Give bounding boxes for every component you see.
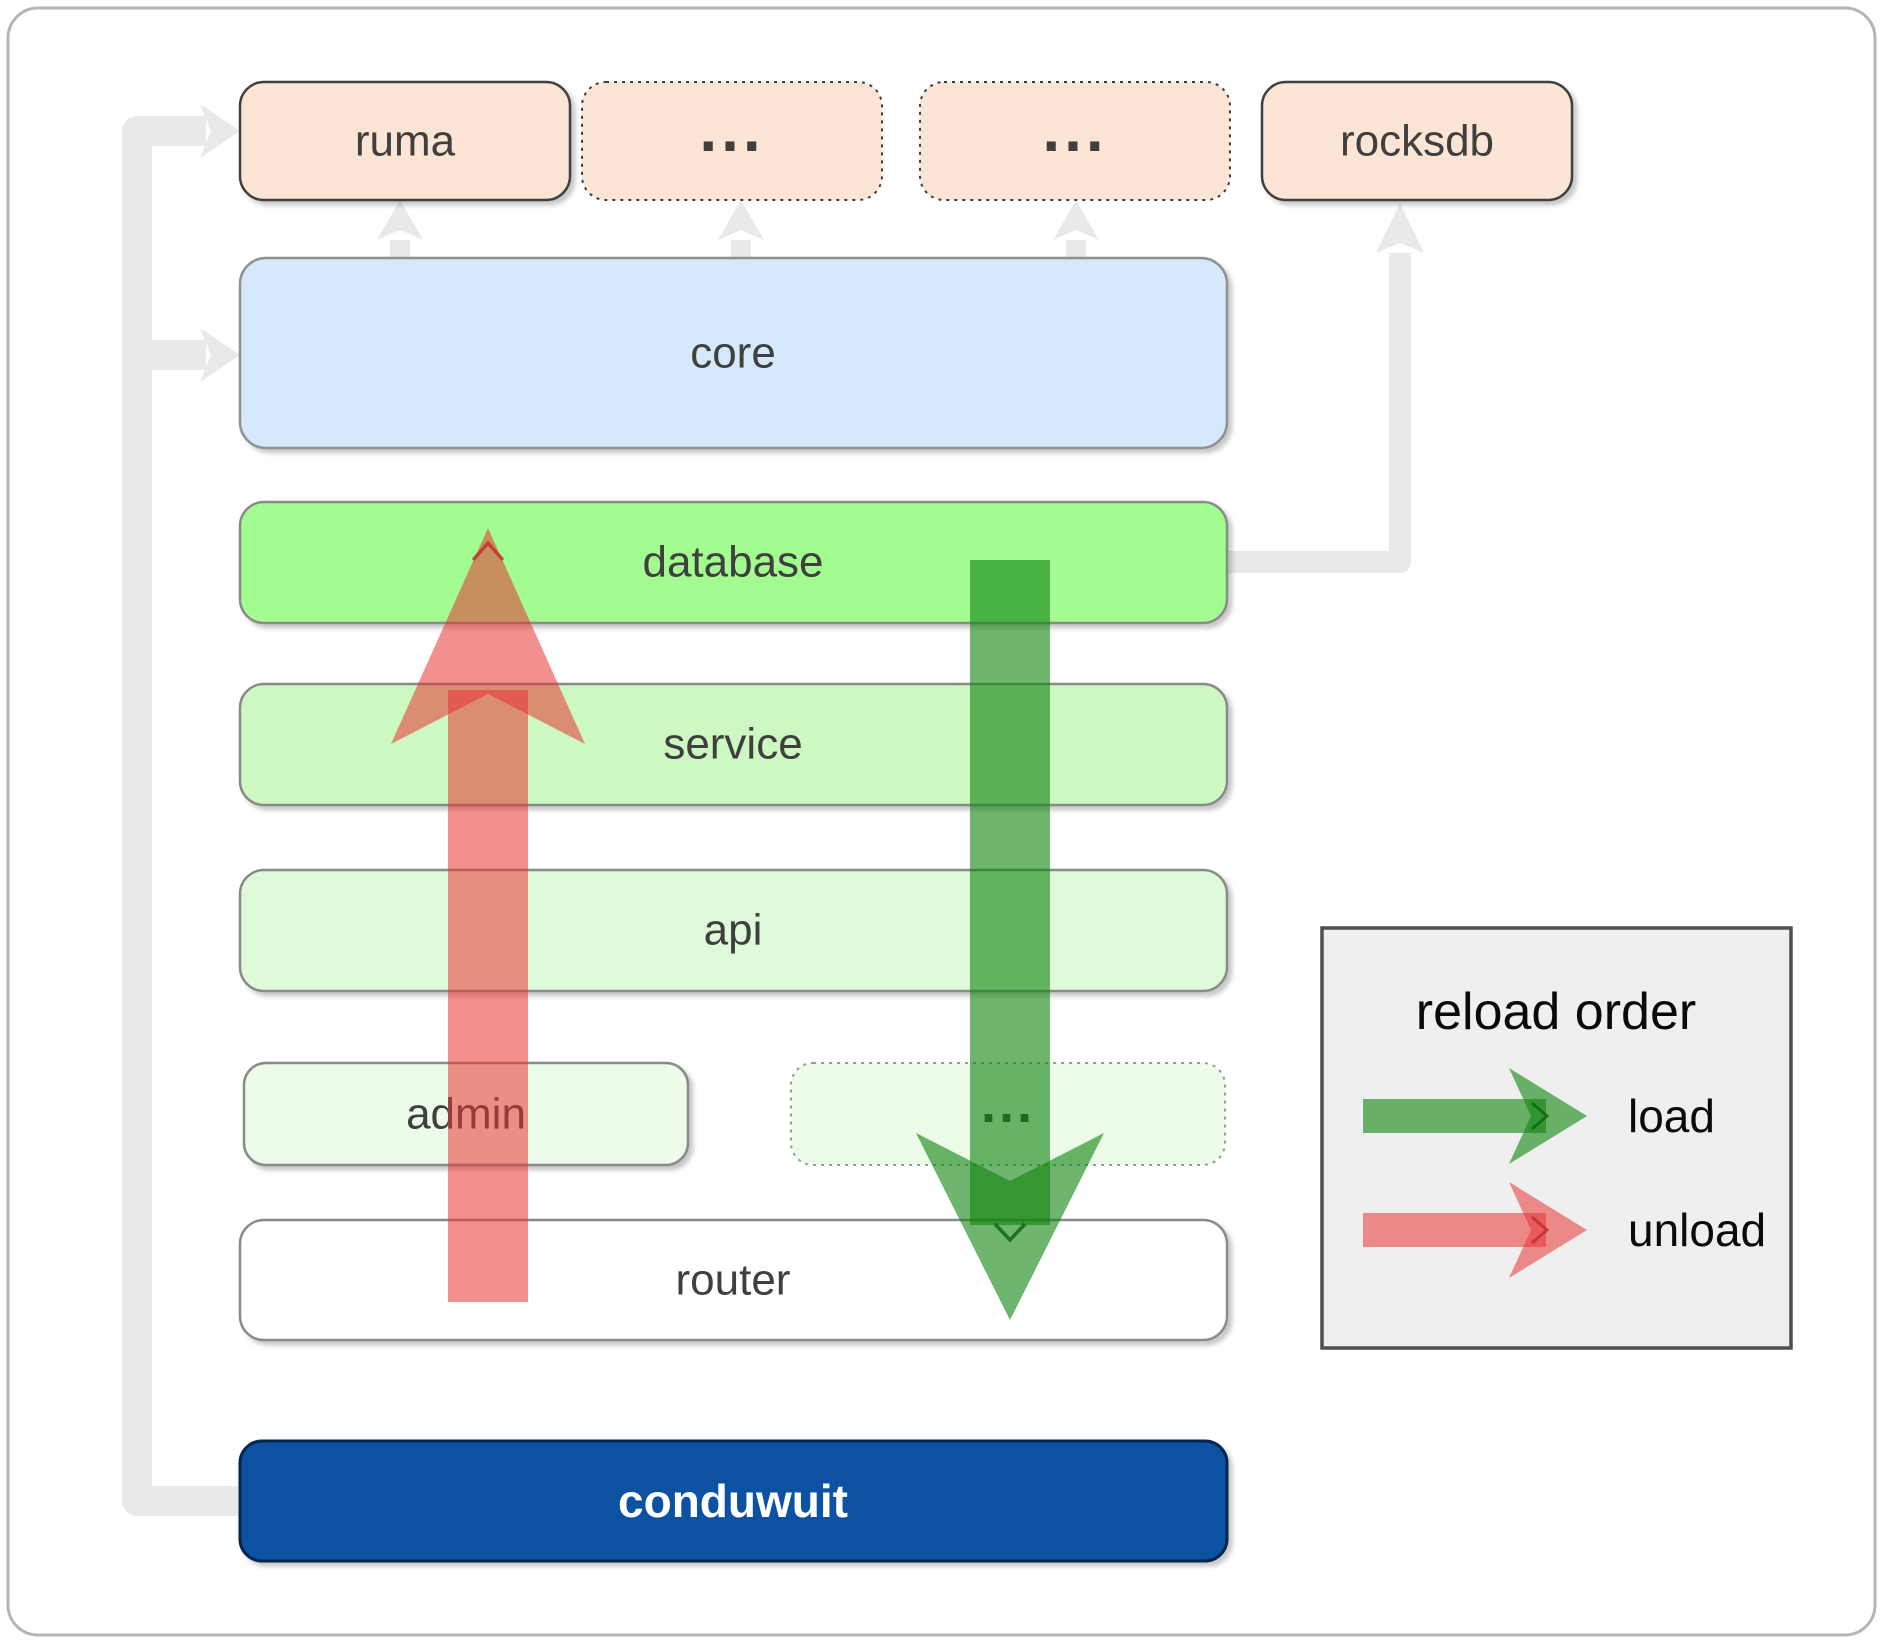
node-rocksdb xyxy=(1260,80,1574,202)
legend-load-marker xyxy=(1531,1101,1550,1131)
node-api-label: api xyxy=(704,906,763,955)
arrowhead-into-rocksdb xyxy=(1376,203,1424,253)
arrowhead-core-dots2 xyxy=(1053,200,1099,240)
arrowhead-into-ruma xyxy=(200,104,240,158)
node-rocksdb-label: rocksdb xyxy=(1340,117,1494,166)
legend: reload order load unload xyxy=(1320,926,1793,1350)
node-database-label: database xyxy=(642,538,823,587)
arrowhead-core-dots1 xyxy=(718,200,764,240)
legend-unload-label: unload xyxy=(1628,1204,1766,1256)
node-module-dots-1-label: ... xyxy=(699,93,764,165)
node-core xyxy=(238,256,1229,450)
legend-load-label: load xyxy=(1628,1090,1715,1142)
legend-unload-arrow-icon xyxy=(1363,1182,1587,1278)
node-service-label: service xyxy=(663,720,802,769)
page-border xyxy=(6,6,1877,1637)
node-router-label: router xyxy=(676,1256,791,1305)
load-arrow-shaft xyxy=(970,560,1050,1225)
load-arrow-marker xyxy=(993,1222,1027,1243)
legend-title: reload order xyxy=(1416,983,1696,1041)
node-core-label: core xyxy=(690,329,776,378)
unload-arrowhead xyxy=(391,528,585,744)
diagram-nodes: ruma ... ... rocksdb core database servi… xyxy=(238,80,1574,1563)
node-ruma xyxy=(238,80,572,202)
unload-arrow-marker xyxy=(471,540,505,562)
node-conduwuit-label: conduwuit xyxy=(618,1475,848,1527)
legend-load-arrow-icon xyxy=(1363,1068,1587,1164)
load-arrow xyxy=(916,560,1104,1320)
node-module-dots-1 xyxy=(581,81,883,201)
legend-unload-shaft xyxy=(1363,1213,1546,1247)
legend-unload-marker xyxy=(1531,1215,1550,1245)
connector-conduwuit-spine xyxy=(122,116,238,1516)
load-arrowhead xyxy=(916,1133,1104,1320)
connector-lines xyxy=(122,104,1424,1516)
node-module-dots-2 xyxy=(919,81,1231,201)
legend-box xyxy=(1320,926,1793,1350)
node-module-dots-2-label: ... xyxy=(1042,93,1107,165)
unload-arrow-shaft xyxy=(448,690,528,1302)
arrowhead-core-ruma xyxy=(377,200,423,240)
node-ruma-label: ruma xyxy=(355,117,456,166)
connector-database-rocksdb xyxy=(1227,253,1411,573)
arrowhead-into-core xyxy=(200,328,240,382)
unload-arrow xyxy=(391,528,585,1302)
reload-arrows xyxy=(391,528,1104,1320)
node-conduwuit xyxy=(238,1439,1229,1563)
legend-load-shaft xyxy=(1363,1099,1546,1133)
